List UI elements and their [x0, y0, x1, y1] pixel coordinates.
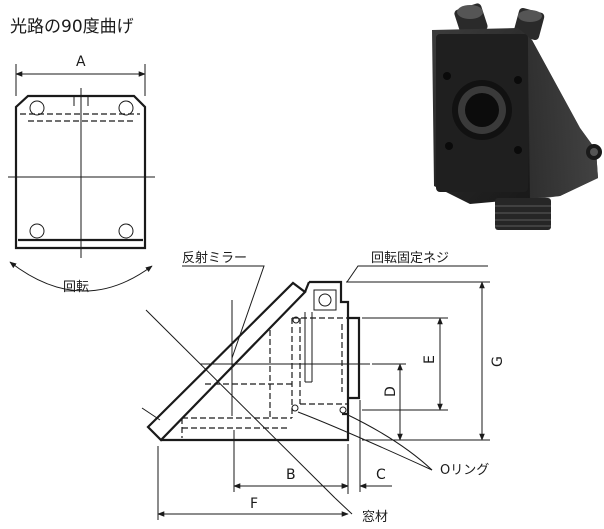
dim-c-label: C — [376, 467, 386, 483]
product-photo — [432, 3, 602, 230]
screw-hole-top-right — [118, 100, 134, 116]
rotation-arrow — [9, 261, 153, 292]
optical-axis-1 — [145, 309, 336, 499]
dim-e-label: E — [422, 355, 438, 364]
o-ring-marker-1 — [291, 404, 299, 412]
rotation-label: 回転 — [63, 280, 89, 295]
rotation-lock-screw-leader — [346, 265, 488, 283]
screw-hole-bottom-right — [118, 223, 134, 239]
prism-mirror-face — [146, 281, 307, 442]
front-view: A 回転 — [8, 54, 155, 295]
dim-f-label: F — [250, 496, 258, 512]
dim-d-label: D — [383, 386, 399, 397]
lock-screw-head — [313, 289, 337, 311]
reflect-mirror-leader — [182, 265, 265, 359]
window-label: 窓材 — [362, 509, 388, 525]
rotation-lock-screw-label: 回転固定ネジ — [371, 251, 449, 266]
page-title: 光路の90度曲げ — [10, 17, 134, 37]
dim-g-label: G — [490, 356, 506, 367]
reflect-mirror-label: 反射ミラー — [182, 250, 247, 266]
o-ring-marker-2 — [339, 406, 347, 414]
screw-hole-bottom-left — [29, 223, 45, 239]
prism-tower — [309, 280, 350, 414]
side-view: 反射ミラー 回転固定ネジ — [141, 250, 506, 525]
dim-a-label: A — [76, 54, 86, 70]
front-body-outline — [14, 94, 147, 250]
prism-base — [161, 412, 350, 442]
screw-hole-top-left — [29, 100, 45, 116]
o-ring-label: Oリング — [440, 463, 489, 478]
dim-b-label: B — [286, 467, 296, 483]
o-ring-leader-2 — [345, 413, 433, 471]
o-ring-leader-1 — [297, 411, 433, 471]
right-flange — [348, 316, 361, 400]
